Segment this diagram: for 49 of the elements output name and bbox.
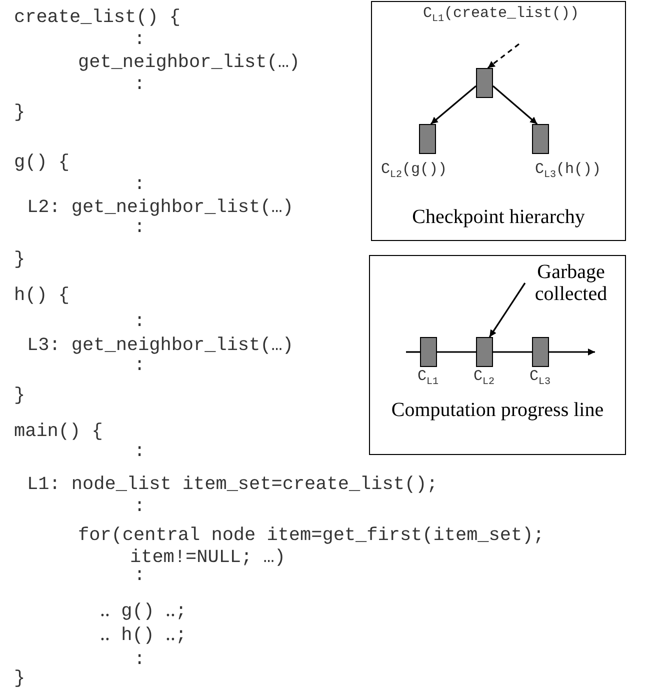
code-line: g() { <box>14 152 70 174</box>
code-line: } <box>14 385 26 407</box>
code-line: } <box>14 668 26 690</box>
diagram-panel <box>371 1 626 241</box>
panel-title: Checkpoint hierarchy <box>411 205 586 229</box>
checkpoint-box <box>476 68 493 98</box>
code-line: L3: get_neighbor_list(…) <box>27 335 294 357</box>
code-line: } <box>14 102 26 124</box>
checkpoint-label: C$_{L1}$ <box>417 368 439 390</box>
annotation-text: Garbage collected <box>525 261 617 305</box>
connector-line <box>493 351 532 353</box>
code-line: : <box>134 441 146 463</box>
code-line: : <box>134 217 146 239</box>
checkpoint-label: C$_{L3}$ <box>529 368 551 390</box>
arrow <box>487 43 520 69</box>
code-line: : <box>134 29 146 51</box>
code-line: : <box>134 355 146 377</box>
checkpoint-box <box>476 337 493 367</box>
diagram-panel <box>369 255 626 455</box>
code-line: : <box>134 174 146 196</box>
code-line: get_neighbor_list(…) <box>78 52 300 74</box>
checkpoint-box <box>420 337 437 367</box>
code-line: : <box>134 74 146 96</box>
code-line: : <box>134 649 146 671</box>
checkpoint-box <box>532 337 549 367</box>
checkpoint-label: C$_{L2}$ <box>473 368 495 390</box>
checkpoint-box <box>419 124 436 154</box>
code-line: h() { <box>14 285 70 307</box>
arrow <box>549 348 595 356</box>
code-line: } <box>14 249 26 271</box>
code-line: main() { <box>14 421 103 443</box>
checkpoint-label: C$_{L2}$(g()) <box>381 161 448 183</box>
connector-line <box>406 351 420 353</box>
arrow <box>492 85 538 125</box>
code-line: L2: get_neighbor_list(…) <box>27 197 294 219</box>
panel-title: Computation progress line <box>390 398 605 422</box>
code-line: L1: node_list item_set=create_list(); <box>27 474 438 496</box>
code-line: : <box>134 311 146 333</box>
connector-line <box>437 351 476 353</box>
arrow <box>488 282 526 338</box>
code-line: ‥ g() ‥; <box>100 601 187 623</box>
checkpoint-label: C$_{L1}$(create_list()) <box>422 5 580 27</box>
code-line: create_list() { <box>14 7 181 29</box>
checkpoint-box <box>532 124 549 154</box>
code-line: : <box>134 496 146 518</box>
checkpoint-label: C$_{L3}$(h()) <box>535 161 602 183</box>
code-line: ‥ h() ‥; <box>100 625 187 647</box>
code-line: for(central node item=get_first(item_set); <box>78 525 544 547</box>
arrow <box>430 85 477 125</box>
